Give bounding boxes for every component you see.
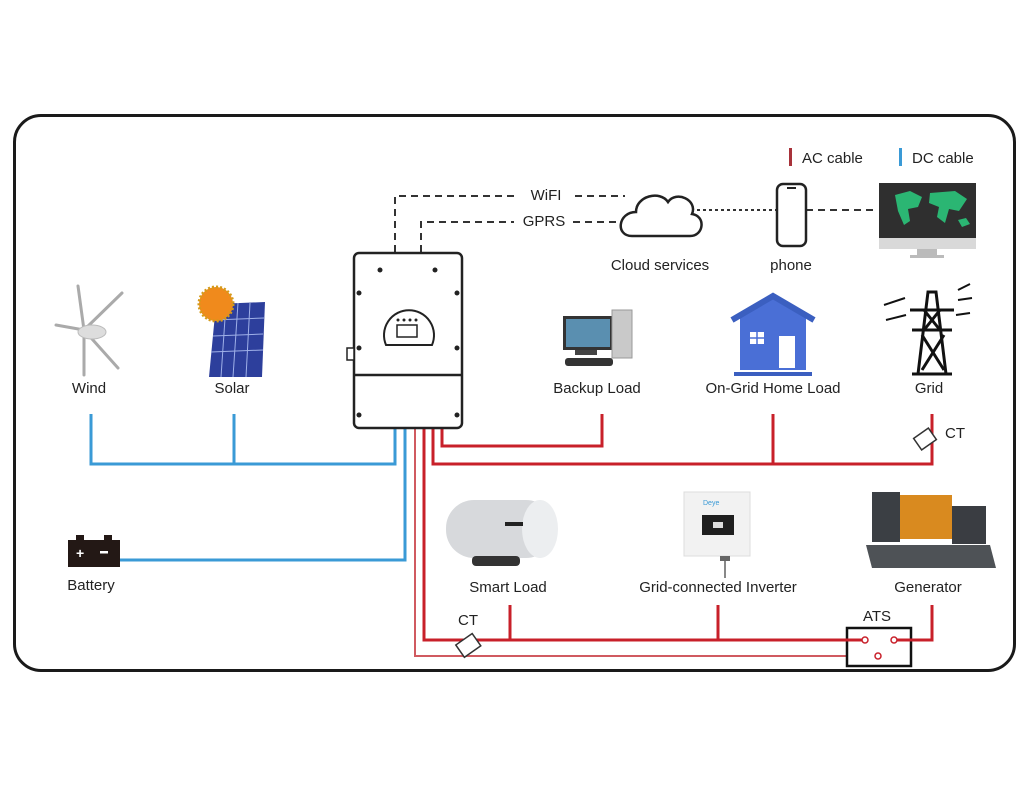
home-load-label: On-Grid Home Load [705,380,841,397]
monitor-icon [879,183,976,258]
wind-label: Wind [71,380,107,397]
water-heater-icon [446,500,558,566]
inverter-brand-logo: Deye [703,500,719,507]
solar-panel-icon [197,285,265,378]
house-icon [730,292,816,376]
power-tower-icon [883,283,973,376]
ac-cable-gen-port [414,428,876,657]
ac-cable-grid [431,414,934,466]
wind-turbine-icon [54,284,124,377]
smart-load-label: Smart Load [469,579,547,596]
dc-legend-swatch [899,148,902,166]
dc-cable-wind-solar [89,414,397,466]
battery-icon: + [68,535,120,567]
dc-legend-label: DC cable [912,150,974,167]
phone-icon [775,182,808,248]
diagram-frame [13,114,1016,672]
ct-smart-label: CT [458,612,478,629]
dc-cable-battery [120,428,407,562]
cloud-icon [619,194,703,238]
ct-sensor-grid [912,427,938,451]
svg-text:+: + [76,545,84,561]
ac-cable-backup-load [440,414,604,448]
wifi-link [394,195,518,252]
dc-cables [89,414,407,562]
ac-legend-label: AC cable [802,150,863,167]
ct-grid-label: CT [945,425,965,442]
ats-switch [820,626,932,668]
ac-legend-swatch [789,148,792,166]
battery-label: Battery [67,577,115,594]
gprs-link [420,221,514,252]
hybrid-inverter-icon [346,251,464,430]
solar-label: Solar [214,380,250,397]
sun-icon [197,285,235,323]
computer-icon [563,309,633,366]
generator-icon [866,492,996,568]
grid-inverter-icon: Deye [683,491,751,578]
legend-ac: AC cable [789,148,863,167]
ct-sensor-smart [454,632,482,659]
backup-load-label: Backup Load [553,380,641,397]
cloud-label: Cloud services [610,257,710,274]
comm-links [394,195,878,252]
wifi-label: WiFI [530,187,562,204]
generator-label: Generator [894,579,962,596]
legend-dc: DC cable [899,148,974,167]
ats-label: ATS [862,608,892,625]
gprs-label: GPRS [522,213,566,230]
grid-inverter-label: Grid-connected Inverter [639,579,797,596]
phone-label: phone [770,257,812,274]
grid-label: Grid [914,380,944,397]
